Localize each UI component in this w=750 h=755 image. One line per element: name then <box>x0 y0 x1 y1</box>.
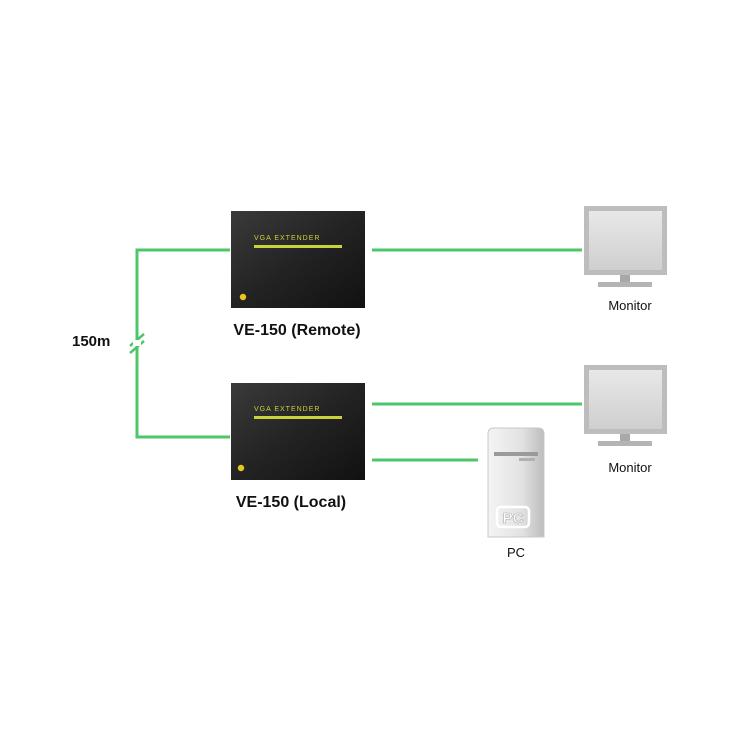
extender-local-stripe <box>254 416 342 419</box>
distance-label: 150m <box>72 333 110 350</box>
cable-remote-to-local <box>135 248 230 439</box>
extender-remote: VGA EXTENDER <box>231 211 365 308</box>
extender-local-label: VE-150 (Local) <box>236 494 346 511</box>
break-gap <box>133 340 141 346</box>
extender-local-panel-text: VGA EXTENDER <box>254 406 320 413</box>
extender-remote-panel-text: VGA EXTENDER <box>254 235 320 242</box>
extender-remote-body <box>231 211 365 308</box>
monitor-bottom-label: Monitor <box>608 460 652 475</box>
pc-tower-icon: PC <box>487 427 545 538</box>
monitor-top-label: Monitor <box>608 298 652 313</box>
monitor-top-icon <box>584 206 667 287</box>
extender-remote-led <box>239 293 247 301</box>
extender-remote-stripe <box>254 245 342 248</box>
monitor-bottom-icon <box>584 365 667 446</box>
extender-local: VGA EXTENDER <box>231 383 365 480</box>
pc-label: PC <box>507 545 525 560</box>
extender-remote-label: VE-150 (Remote) <box>233 322 360 339</box>
extender-local-led <box>237 464 245 472</box>
extender-local-body <box>231 383 365 480</box>
pc-case-text: PC <box>503 510 524 527</box>
